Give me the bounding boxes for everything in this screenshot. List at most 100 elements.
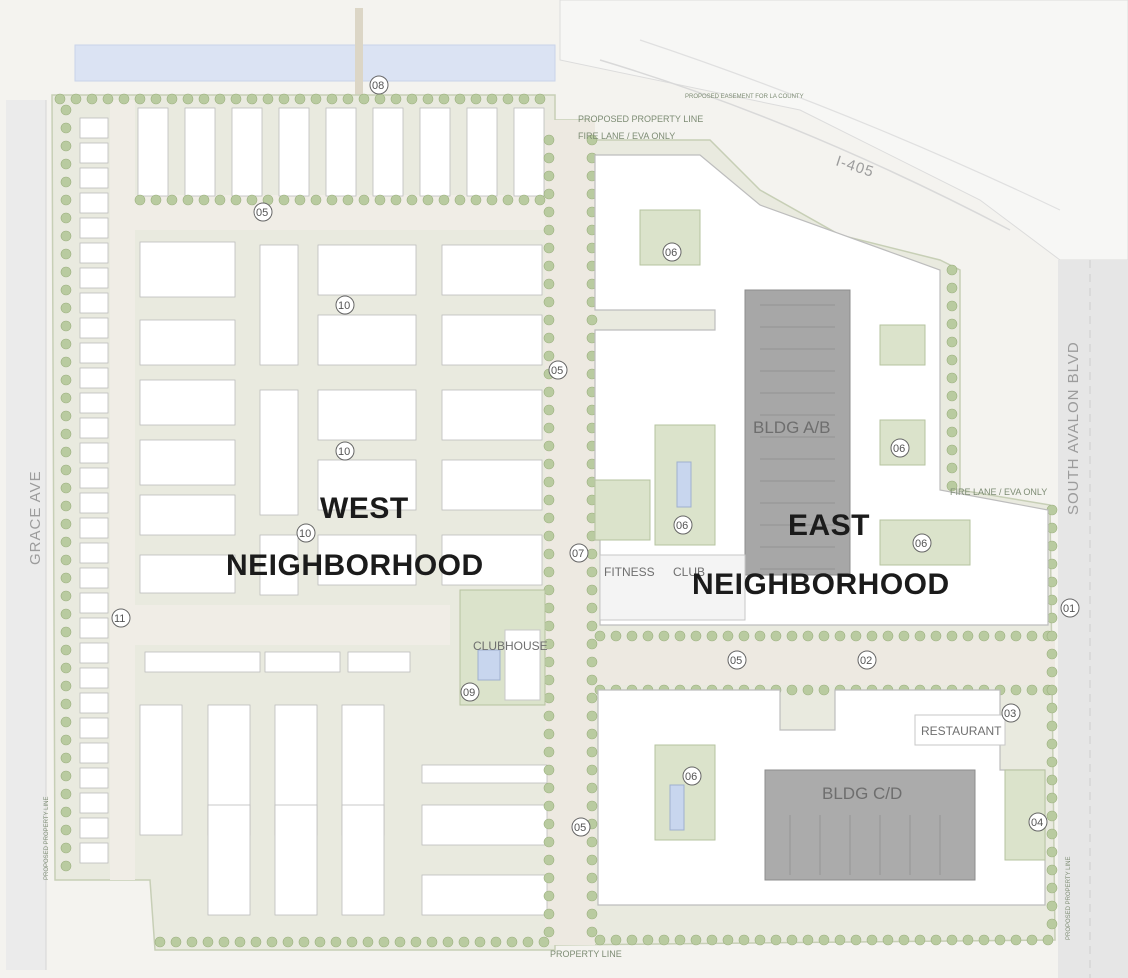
tree <box>454 194 466 206</box>
tree <box>1046 702 1058 714</box>
tree <box>914 934 926 946</box>
tree <box>406 194 418 206</box>
keynote-05[interactable]: 05 <box>571 817 591 837</box>
keynote-06[interactable]: 06 <box>673 515 693 535</box>
west-drive-middle <box>110 605 450 645</box>
keynote-05[interactable]: 05 <box>253 202 273 222</box>
keynote-05[interactable]: 05 <box>548 360 568 380</box>
tree <box>543 242 555 254</box>
tree <box>818 934 830 946</box>
svg-text:09: 09 <box>463 687 475 699</box>
tree <box>54 93 66 105</box>
keynote-11[interactable]: 11 <box>111 608 131 628</box>
tree <box>1046 882 1058 894</box>
tree <box>60 248 72 260</box>
tree <box>60 842 72 854</box>
svg-text:10: 10 <box>338 300 350 312</box>
clubhouse-label: CLUBHOUSE <box>473 639 548 653</box>
tree <box>60 158 72 170</box>
tree <box>218 936 230 948</box>
tree <box>1046 630 1058 642</box>
tree <box>60 590 72 602</box>
tree <box>102 93 114 105</box>
property-line-label: PROPERTY LINE <box>550 949 622 959</box>
tree <box>543 728 555 740</box>
keynote-03[interactable]: 03 <box>1001 703 1021 723</box>
tree <box>150 194 162 206</box>
tree <box>543 476 555 488</box>
tree <box>60 770 72 782</box>
keynote-10[interactable]: 10 <box>296 523 316 543</box>
tree <box>506 936 518 948</box>
courtyard-west-ab <box>594 479 651 541</box>
tree <box>674 934 686 946</box>
keynote-06[interactable]: 06 <box>912 533 932 553</box>
tree <box>946 480 958 492</box>
tree <box>642 934 654 946</box>
townhome-row-north <box>278 107 310 197</box>
tree <box>626 630 638 642</box>
tree <box>586 872 598 884</box>
tree <box>262 93 274 105</box>
townhome-block <box>139 439 236 486</box>
keynote-06[interactable]: 06 <box>682 766 702 786</box>
tree <box>438 93 450 105</box>
tree <box>60 824 72 836</box>
keynote-10[interactable]: 10 <box>335 295 355 315</box>
townhome-block <box>441 459 543 511</box>
tree <box>543 386 555 398</box>
west-neighborhood-label-1: WEST <box>320 492 409 525</box>
tree <box>658 934 670 946</box>
keynote-08[interactable]: 08 <box>369 75 389 95</box>
tree <box>60 662 72 674</box>
keynote-09[interactable]: 09 <box>460 682 480 702</box>
keynote-01[interactable]: 01 <box>1060 598 1080 618</box>
tree <box>342 194 354 206</box>
tree <box>1046 774 1058 786</box>
tree <box>60 122 72 134</box>
tree <box>543 332 555 344</box>
tree <box>60 410 72 422</box>
tree <box>586 674 598 686</box>
tree <box>278 93 290 105</box>
tree <box>326 93 338 105</box>
tree <box>914 630 926 642</box>
keynote-06[interactable]: 06 <box>890 438 910 458</box>
perimeter-unit <box>79 717 109 739</box>
tree <box>422 93 434 105</box>
tree <box>946 630 958 642</box>
tree <box>150 93 162 105</box>
keynote-04[interactable]: 04 <box>1028 812 1048 832</box>
courtyard-06-cd <box>654 744 716 841</box>
bldg-cd-garage-stalls <box>789 815 941 875</box>
tree <box>342 93 354 105</box>
tree <box>543 836 555 848</box>
perimeter-unit <box>79 192 109 214</box>
tree <box>60 104 72 116</box>
tree <box>186 936 198 948</box>
keynote-05[interactable]: 05 <box>727 650 747 670</box>
tree <box>802 684 814 696</box>
tree <box>543 800 555 812</box>
tree <box>326 194 338 206</box>
keynote-02[interactable]: 02 <box>857 650 877 670</box>
tree <box>594 630 606 642</box>
townhome-block <box>259 244 299 366</box>
tree <box>802 934 814 946</box>
townhome-block <box>421 874 548 916</box>
svg-text:10: 10 <box>299 528 311 540</box>
svg-text:11: 11 <box>114 613 125 625</box>
keynote-07[interactable]: 07 <box>569 543 589 563</box>
tree <box>946 282 958 294</box>
east-neighborhood-label-2: NEIGHBORHOOD <box>692 568 950 601</box>
keynote-10[interactable]: 10 <box>335 441 355 461</box>
tree <box>543 710 555 722</box>
tree <box>586 656 598 668</box>
perimeter-unit <box>79 767 109 789</box>
keynote-06[interactable]: 06 <box>662 242 682 262</box>
tree <box>946 390 958 402</box>
townhome-block <box>207 804 251 916</box>
tree <box>586 854 598 866</box>
courtyard-06-east-c <box>879 519 971 566</box>
